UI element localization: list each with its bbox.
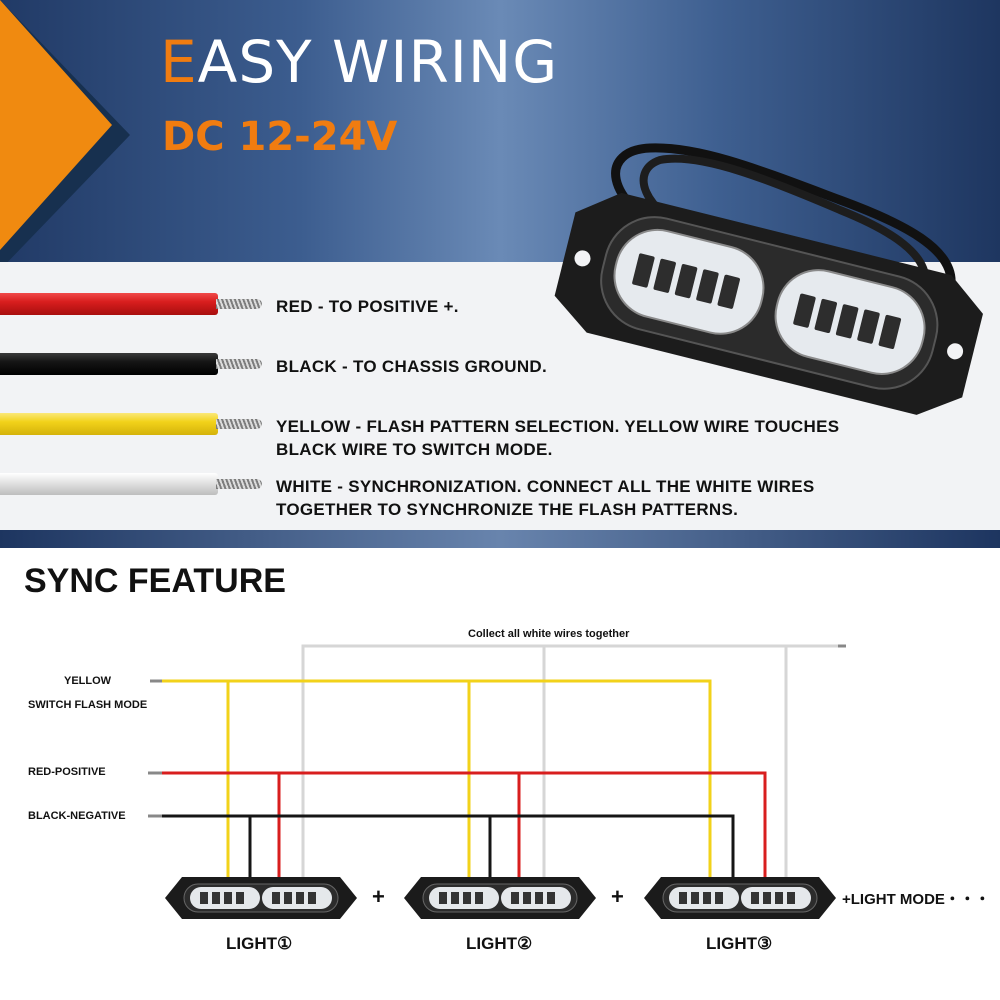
black-negative-label: BLACK-NEGATIVE bbox=[28, 810, 126, 822]
light-3-unit bbox=[644, 877, 836, 919]
yellow-wire bbox=[0, 413, 218, 435]
black-wire-label: BLACK - TO CHASSIS GROUND. bbox=[276, 357, 547, 376]
switch-flash-label: SWITCH FLASH MODE bbox=[28, 699, 148, 711]
section-divider bbox=[0, 530, 1000, 548]
black-wire-strand bbox=[216, 359, 262, 369]
red-wire-strand bbox=[216, 299, 262, 309]
title-rest: ASY WIRING bbox=[197, 28, 559, 96]
red-wire bbox=[0, 293, 218, 315]
orange-arrow-decoration bbox=[0, 0, 112, 250]
yellow-label: YELLOW bbox=[64, 675, 112, 687]
light-2-label: LIGHT② bbox=[466, 934, 533, 953]
light-mode-label: +LIGHT MODE・・・ bbox=[842, 891, 990, 908]
plus-sign-2: + bbox=[611, 884, 624, 909]
black-wire bbox=[0, 353, 218, 375]
plus-sign-1: + bbox=[372, 884, 385, 909]
light-1-unit bbox=[165, 877, 357, 919]
title-first-letter: E bbox=[160, 28, 198, 96]
red-positive-label: RED-POSITIVE bbox=[28, 766, 106, 778]
yellow-wire-label: YELLOW - FLASH PATTERN SELECTION. YELLOW… bbox=[276, 417, 840, 459]
header-banner: EASY WIRING DC 12-24V bbox=[0, 0, 1000, 270]
sync-title: SYNC FEATURE bbox=[24, 562, 286, 600]
red-wire-label: RED - TO POSITIVE +. bbox=[276, 297, 459, 316]
collect-white-label: Collect all white wires together bbox=[468, 628, 630, 640]
voltage-label: DC 12-24V bbox=[162, 114, 398, 160]
strobe-light-product-image bbox=[554, 143, 983, 415]
white-wire-label: WHITE - SYNCHRONIZATION. CONNECT ALL THE… bbox=[276, 477, 815, 519]
page-title: EASY WIRING bbox=[160, 28, 558, 96]
sync-wiring-diagram bbox=[148, 644, 846, 919]
white-wire bbox=[0, 473, 218, 495]
light-3-label: LIGHT③ bbox=[706, 934, 773, 953]
light-1-label: LIGHT① bbox=[226, 934, 293, 953]
light-2-unit bbox=[404, 877, 596, 919]
yellow-wire-strand bbox=[216, 419, 262, 429]
white-wire-strand bbox=[216, 479, 262, 489]
sync-section: SYNC FEATURE Collect all white wires tog… bbox=[0, 548, 1000, 1000]
